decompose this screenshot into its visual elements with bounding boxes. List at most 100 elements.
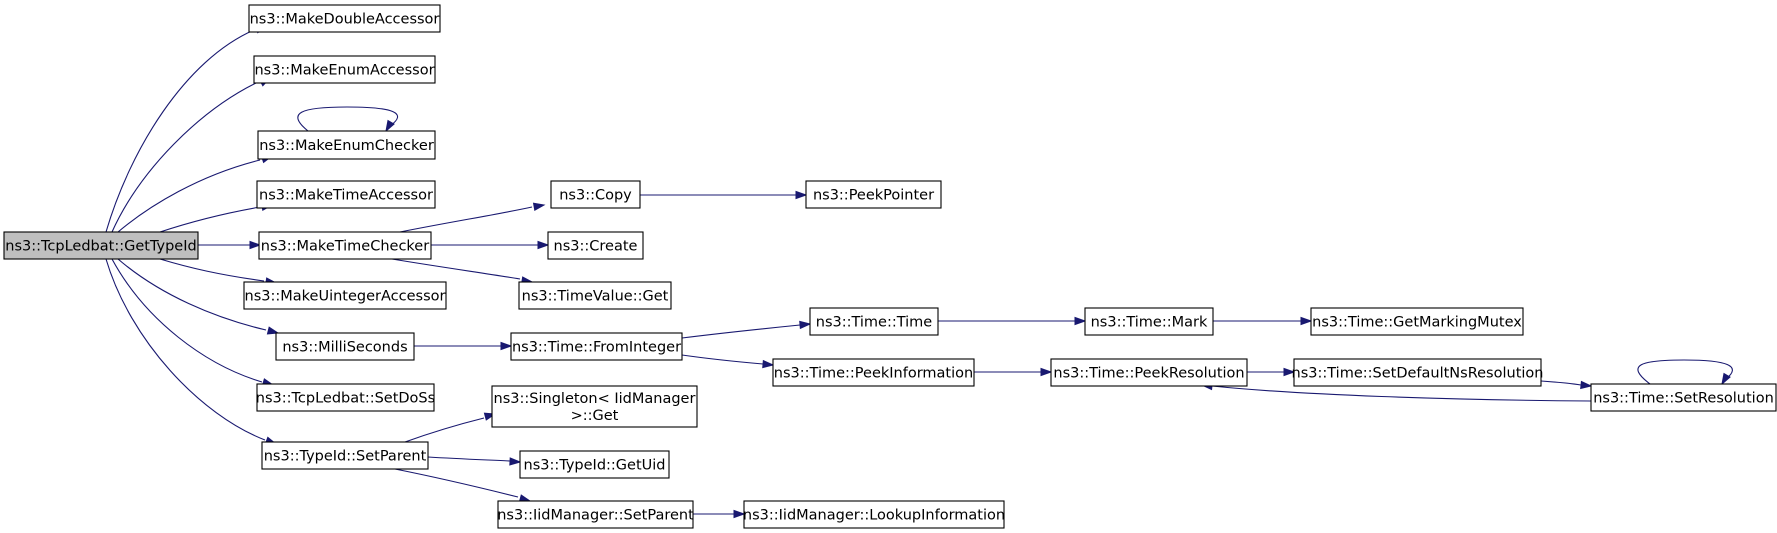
node-label: ns3::Time::PeekResolution — [1053, 366, 1244, 382]
edge-line — [404, 417, 485, 443]
arrowhead-icon — [249, 240, 262, 250]
node-box — [258, 231, 432, 260]
node-fromInteger[interactable]: ns3::Time::FromInteger — [510, 332, 683, 361]
node-timeValueGet[interactable]: ns3::TimeValue::Get — [518, 281, 672, 310]
node-box — [1050, 358, 1248, 387]
arrowhead-icon — [762, 359, 775, 369]
node-label: ns3::MakeEnumChecker — [259, 138, 434, 154]
node-getMarkingMutex[interactable]: ns3::Time::GetMarkingMutex — [1310, 307, 1524, 336]
node-create[interactable]: ns3::Create — [547, 231, 644, 260]
node-box — [257, 130, 436, 160]
node-label: ns3::TypeId::GetUid — [524, 458, 666, 474]
node-singletonGet[interactable]: ns3::Singleton< IidManager>::Get — [491, 385, 698, 428]
arrowhead-icon — [1300, 316, 1313, 326]
node-milliSeconds[interactable]: ns3::MilliSeconds — [275, 332, 415, 361]
node-label: ns3::MakeUintegerAccessor — [245, 289, 446, 305]
node-box — [510, 332, 683, 361]
node-box — [261, 441, 429, 470]
node-label: ns3::Copy — [559, 188, 632, 204]
arrowhead-icon — [1283, 367, 1296, 377]
node-label: ns3::TypeId::SetParent — [264, 449, 427, 465]
edge-line — [1211, 385, 1592, 402]
node-makeEnumAccessor[interactable]: ns3::MakeEnumAccessor — [253, 55, 436, 84]
edge-setResolution-to-setResolution — [1637, 359, 1733, 386]
node-peekResolution[interactable]: ns3::Time::PeekResolution — [1050, 358, 1248, 387]
node-makeEnumChecker[interactable]: ns3::MakeEnumChecker — [257, 130, 436, 160]
node-label: ns3::Time::PeekInformation — [774, 366, 973, 382]
edge-line — [394, 468, 519, 498]
edge-fromInteger-to-peekInformation — [681, 354, 775, 369]
edge-root-to-makeTimeChecker — [198, 240, 262, 250]
node-peekInformation[interactable]: ns3::Time::PeekInformation — [772, 358, 975, 387]
node-box — [253, 55, 436, 84]
node-copy[interactable]: ns3::Copy — [550, 180, 641, 209]
edge-peekResolution-to-setDefaultNsResolution — [1247, 367, 1296, 377]
arrowhead-icon — [537, 240, 550, 250]
node-timeTime[interactable]: ns3::Time::Time — [809, 307, 939, 336]
node-timeMark[interactable]: ns3::Time::Mark — [1084, 307, 1214, 336]
arrowhead-icon — [1580, 380, 1593, 390]
node-label: ns3::Time::SetDefaultNsResolution — [1292, 366, 1544, 382]
edge-makeTimeChecker-to-create — [431, 240, 550, 250]
node-label: ns3::Time::GetMarkingMutex — [1312, 315, 1522, 331]
node-makeTimeAccessor[interactable]: ns3::MakeTimeAccessor — [256, 180, 436, 209]
node-lookupInformation[interactable]: ns3::IidManager::LookupInformation — [743, 500, 1005, 529]
node-makeDoubleAccessor[interactable]: ns3::MakeDoubleAccessor — [248, 4, 441, 33]
arrowhead-icon — [795, 190, 808, 200]
node-peekPointer[interactable]: ns3::PeekPointer — [805, 180, 942, 209]
arrowhead-icon — [1074, 316, 1087, 326]
edge-makeEnumChecker-to-makeEnumChecker — [297, 106, 399, 133]
node-label: ns3::IidManager::SetParent — [497, 508, 694, 524]
arrowhead-icon — [532, 202, 546, 211]
node-label: ns3::MakeDoubleAccessor — [250, 12, 440, 28]
edge-copy-to-peekPointer — [640, 190, 808, 200]
arrowhead-icon — [266, 326, 280, 335]
arrowhead-icon — [799, 320, 812, 330]
edge-line — [399, 206, 533, 233]
node-label: ns3::Time::FromInteger — [512, 340, 681, 356]
edge-line — [159, 258, 265, 282]
node-label: >::Get — [571, 408, 619, 424]
node-typeIdSetParent[interactable]: ns3::TypeId::SetParent — [261, 441, 429, 470]
node-label: ns3::TcpLedbat::GetTypeId — [5, 239, 196, 255]
node-setResolution[interactable]: ns3::Time::SetResolution — [1590, 383, 1777, 412]
node-makeTimeChecker[interactable]: ns3::MakeTimeChecker — [258, 231, 432, 260]
arrowhead-icon — [733, 509, 746, 519]
node-label: ns3::MilliSeconds — [282, 340, 407, 356]
node-box — [547, 231, 644, 260]
arrowhead-icon — [385, 119, 395, 133]
node-label: ns3::TimeValue::Get — [522, 289, 669, 305]
node-box — [518, 281, 672, 310]
node-box — [772, 358, 975, 387]
node-iidSetParent[interactable]: ns3::IidManager::SetParent — [497, 500, 694, 529]
node-setDefaultNsResolution[interactable]: ns3::Time::SetDefaultNsResolution — [1292, 358, 1544, 387]
node-box — [256, 383, 435, 412]
arrowhead-icon — [1040, 367, 1053, 377]
node-root[interactable]: ns3::TcpLedbat::GetTypeId — [3, 231, 199, 260]
edge-line — [111, 81, 259, 233]
node-label: ns3::PeekPointer — [813, 188, 934, 204]
arrowhead-icon — [500, 341, 513, 351]
node-label: ns3::Create — [554, 239, 638, 255]
edge-line — [105, 258, 266, 441]
edge-line — [681, 354, 764, 365]
node-label: ns3::Time::Mark — [1091, 315, 1208, 331]
node-box — [3, 231, 199, 260]
node-box — [248, 4, 441, 33]
node-box — [256, 180, 436, 209]
edge-fromInteger-to-timeTime — [681, 320, 812, 339]
node-makeUintegerAccessor[interactable]: ns3::MakeUintegerAccessor — [243, 281, 447, 310]
node-label: ns3::Time::SetResolution — [1593, 391, 1774, 407]
node-box — [550, 180, 641, 209]
node-box — [743, 500, 1005, 529]
node-getUid[interactable]: ns3::TypeId::GetUid — [519, 450, 670, 479]
node-setDoSs[interactable]: ns3::TcpLedbat::SetDoSs — [256, 383, 435, 412]
edge-line — [391, 258, 521, 280]
edge-milliSeconds-to-fromInteger — [414, 341, 513, 351]
node-box — [1293, 358, 1542, 387]
edge-typeIdSetParent-to-iidSetParent — [394, 468, 532, 503]
node-label: ns3::MakeEnumAccessor — [254, 63, 434, 79]
edge-root-to-makeTimeAccessor — [159, 202, 274, 233]
arrowhead-icon — [509, 457, 522, 466]
edge-line — [681, 324, 801, 339]
